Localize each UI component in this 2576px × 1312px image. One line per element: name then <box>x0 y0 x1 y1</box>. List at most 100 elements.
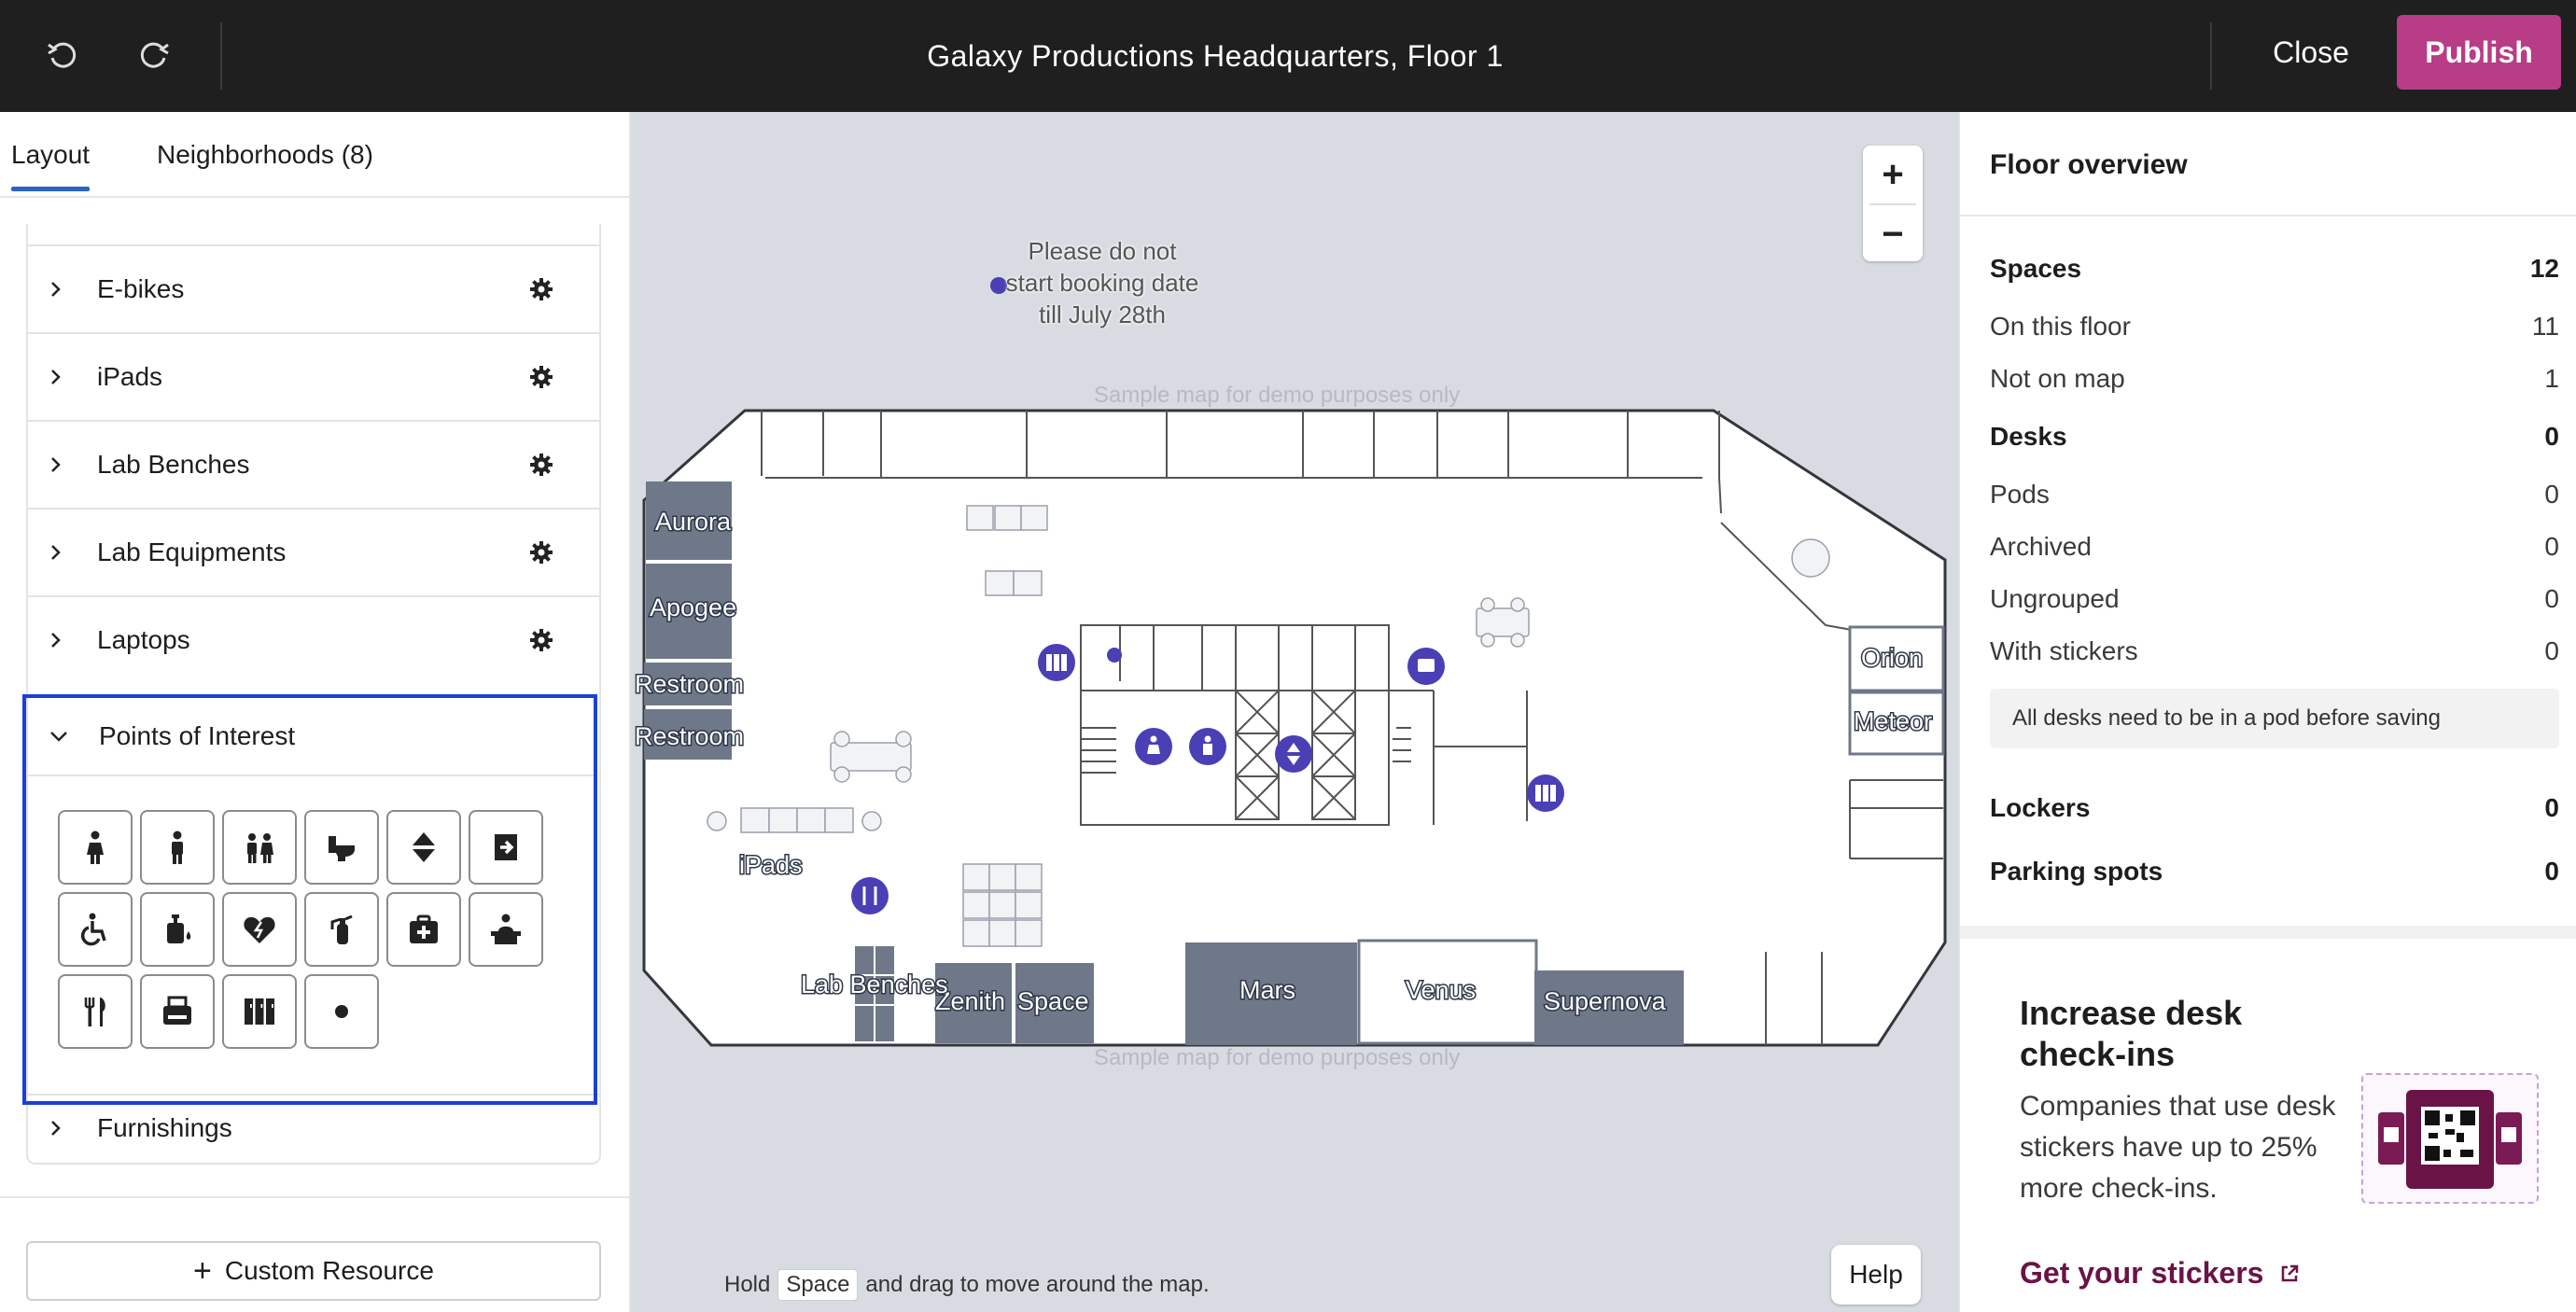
chevron-right-icon <box>47 543 80 562</box>
dot-icon[interactable] <box>304 974 379 1049</box>
gear-icon[interactable] <box>523 621 560 659</box>
stat-value: 12 <box>2529 254 2559 283</box>
chevron-right-icon <box>47 280 80 299</box>
hand-sanitizer-icon[interactable] <box>140 892 215 967</box>
room-label: Aurora <box>655 508 732 536</box>
exit-icon[interactable] <box>469 810 543 885</box>
stat-value: 1 <box>2544 364 2559 393</box>
toolbar-separator <box>220 22 222 90</box>
promo-text: Companies that use desk stickers have up… <box>2020 1091 2336 1204</box>
promo-link-label: Get your stickers <box>2020 1256 2264 1290</box>
poi-icon-grid <box>58 810 581 1049</box>
reception-icon[interactable] <box>469 892 543 967</box>
group-row-furnishings[interactable]: Furnishings <box>28 1094 599 1161</box>
chevron-down-icon <box>49 726 82 747</box>
panel-divider <box>1960 215 2576 216</box>
group-label: iPads <box>97 362 163 391</box>
external-link-icon <box>2278 1263 2301 1285</box>
chevron-right-icon <box>47 368 80 386</box>
stat-value: 0 <box>2544 422 2559 451</box>
mens-restroom-icon[interactable] <box>140 810 215 885</box>
map-annotation-note[interactable]: Please do not start booking date till Ju… <box>1005 237 1199 328</box>
stat-label: Desks <box>1990 422 2067 451</box>
room-label: Venus <box>1406 976 1476 1004</box>
stat-label: Archived <box>1990 532 2092 561</box>
undo-icon[interactable] <box>34 26 93 86</box>
group-label: Lab Benches <box>97 450 250 479</box>
stat-label: Spaces <box>1990 254 2082 283</box>
first-aid-icon[interactable] <box>386 892 461 967</box>
room-apogee <box>646 564 732 659</box>
room-supernova <box>1534 970 1684 1045</box>
room-label: Orion <box>1861 644 1923 672</box>
stat-value: 0 <box>2544 793 2559 822</box>
stat-value: 0 <box>2544 584 2559 613</box>
desks-pod-notice: All desks need to be in a pod before sav… <box>1990 689 2559 748</box>
aed-icon[interactable] <box>222 892 297 967</box>
elevator-icon[interactable] <box>386 810 461 885</box>
tab-neighborhoods[interactable]: Neighborhoods (8) <box>157 140 373 169</box>
stat-label: Parking spots <box>1990 857 2163 886</box>
room-label: Zenith <box>935 987 1005 1015</box>
add-custom-resource-button[interactable]: + Custom Resource <box>26 1241 601 1301</box>
zoom-controls: + − <box>1863 146 1923 261</box>
printer-icon[interactable] <box>140 974 215 1049</box>
close-button[interactable]: Close <box>2273 35 2349 69</box>
toolbar-separator <box>2210 22 2212 90</box>
room-orion <box>1848 625 1945 692</box>
accessible-icon[interactable] <box>58 892 133 967</box>
get-stickers-link[interactable]: Get your stickers <box>2020 1256 2301 1291</box>
sample-map-label: Sample map for demo purposes only <box>1094 1045 1461 1070</box>
points-of-interest-section: Points of Interest <box>22 694 597 1105</box>
family-restroom-icon[interactable] <box>222 810 297 885</box>
publish-button[interactable]: Publish <box>2397 15 2561 90</box>
group-row-ipads[interactable]: iPads <box>28 332 599 420</box>
room-label: Meteor <box>1854 707 1932 735</box>
sample-map-label: Sample map for demo purposes only <box>1094 383 1461 408</box>
womens-restroom-icon[interactable] <box>58 810 133 885</box>
group-label: Lab Equipments <box>97 537 287 566</box>
stat-label: With stickers <box>1990 636 2138 665</box>
group-row-lab-benches[interactable]: Lab Benches <box>28 420 599 508</box>
gear-icon[interactable] <box>523 446 560 483</box>
chevron-right-icon <box>47 1119 80 1138</box>
panel-divider <box>0 1196 631 1198</box>
fire-extinguisher-icon[interactable] <box>304 892 379 967</box>
space-key-badge: Space <box>777 1269 859 1301</box>
redo-icon[interactable] <box>123 26 183 86</box>
lockers-icon[interactable] <box>222 974 297 1049</box>
gear-icon[interactable] <box>523 358 560 396</box>
gear-icon[interactable] <box>523 534 560 571</box>
room-aurora <box>646 482 732 560</box>
room-label: iPads <box>739 851 803 879</box>
group-row-e-bikes[interactable]: E-bikes <box>28 244 599 332</box>
zoom-in-button[interactable]: + <box>1882 153 1904 195</box>
gear-icon[interactable] <box>523 271 560 308</box>
room-space <box>1015 963 1094 1043</box>
group-label: Points of Interest <box>99 721 296 750</box>
stat-label: Pods <box>1990 480 2050 509</box>
stat-row-ungrouped: Ungrouped 0 <box>1990 584 2559 614</box>
tab-layout[interactable]: Layout <box>11 140 91 191</box>
room-label: Restroom <box>635 722 744 750</box>
hint-prefix: Hold <box>724 1272 771 1297</box>
map-canvas[interactable]: Aurora Apogee Restroom Restroom Orion Me… <box>631 112 1958 1312</box>
group-row-laptops[interactable]: Laptops <box>28 595 599 683</box>
stat-label: Lockers <box>1990 793 2091 822</box>
toilet-icon[interactable] <box>304 810 379 885</box>
floor-overview-title: Floor overview <box>1990 149 2188 180</box>
room-venus <box>1357 939 1538 1045</box>
group-row-lab-equipments[interactable]: Lab Equipments <box>28 508 599 595</box>
group-label: Furnishings <box>97 1113 232 1142</box>
floor-title: Galaxy Productions Headquarters, Floor 1 <box>927 38 1504 73</box>
zoom-out-button[interactable]: − <box>1882 213 1904 255</box>
stat-label: Ungrouped <box>1990 584 2120 613</box>
restaurant-icon[interactable] <box>58 974 133 1049</box>
help-button[interactable]: Help <box>1831 1245 1921 1305</box>
points-of-interest-header[interactable]: Points of Interest <box>26 698 594 776</box>
